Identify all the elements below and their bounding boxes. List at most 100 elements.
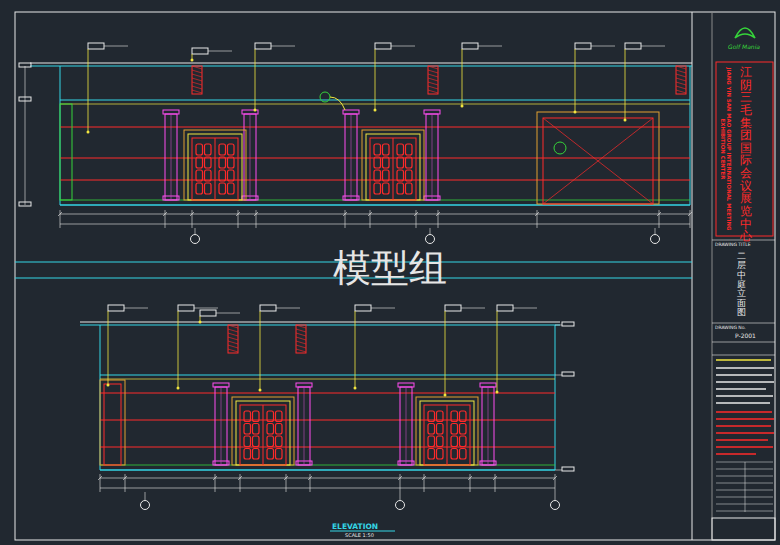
line-work bbox=[256, 210, 257, 228]
field-label: DRAWING TITLE bbox=[715, 243, 750, 248]
door-frame bbox=[232, 397, 294, 465]
line-work bbox=[108, 311, 109, 385]
callout-tag bbox=[192, 48, 208, 54]
line-work bbox=[145, 492, 146, 500]
line-work bbox=[375, 49, 376, 110]
line-work bbox=[690, 210, 691, 228]
line-work bbox=[271, 46, 295, 47]
line-work bbox=[30, 63, 692, 64]
door-panel bbox=[228, 170, 235, 181]
door-panel bbox=[397, 157, 404, 168]
callout-tag bbox=[260, 305, 276, 311]
watermark: 模型组 bbox=[333, 248, 447, 290]
column bbox=[298, 387, 310, 465]
door-panel bbox=[428, 424, 435, 435]
line-work bbox=[712, 342, 775, 343]
line-work bbox=[428, 66, 438, 69]
door-panel bbox=[406, 183, 413, 194]
door-panel bbox=[451, 424, 458, 435]
door-panel bbox=[196, 183, 203, 194]
column bbox=[400, 387, 412, 465]
project-title-en: JIANG YIN SAN MAO GROUP INTERNATIONAL ME… bbox=[719, 62, 731, 236]
line-work bbox=[255, 49, 256, 110]
door-panel bbox=[228, 183, 235, 194]
door-panel bbox=[460, 449, 467, 460]
door-panel bbox=[460, 424, 467, 435]
door-panel bbox=[374, 144, 381, 155]
line-work bbox=[100, 375, 555, 376]
line-work bbox=[80, 322, 560, 323]
logo-mark bbox=[735, 28, 755, 38]
column-capital bbox=[343, 110, 359, 114]
project-title-cn: 江阴三毛集团国际会议展览中心 bbox=[740, 66, 752, 243]
line-work bbox=[712, 355, 775, 356]
line-work bbox=[98, 476, 102, 480]
grid-bubble bbox=[651, 235, 660, 244]
line-work bbox=[284, 476, 288, 480]
line-work bbox=[497, 311, 498, 392]
line-work bbox=[447, 405, 448, 465]
line-work bbox=[125, 474, 126, 492]
line-work bbox=[416, 210, 417, 228]
line-work bbox=[192, 90, 202, 93]
line-work bbox=[192, 86, 202, 89]
line-work bbox=[391, 46, 415, 47]
line-work bbox=[60, 204, 690, 205]
door-panel bbox=[205, 183, 212, 194]
line-work bbox=[428, 74, 438, 77]
line-work bbox=[296, 333, 306, 336]
line-work bbox=[254, 212, 258, 216]
line-work bbox=[343, 212, 347, 216]
door-panel bbox=[228, 157, 235, 168]
wall-panel bbox=[60, 104, 72, 200]
door-frame bbox=[362, 130, 424, 200]
line-work bbox=[659, 210, 660, 228]
door-panel bbox=[397, 183, 404, 194]
line-work bbox=[192, 210, 193, 228]
hatch-block bbox=[296, 325, 306, 353]
line-work bbox=[676, 78, 686, 81]
callout-tag bbox=[445, 305, 461, 311]
line-work bbox=[422, 476, 426, 480]
line-work bbox=[428, 90, 438, 93]
leader-dot bbox=[259, 389, 262, 392]
line-work bbox=[100, 488, 555, 489]
line-work bbox=[513, 308, 537, 309]
line-work bbox=[100, 478, 555, 479]
line-work bbox=[171, 114, 172, 200]
leader-dot bbox=[354, 387, 357, 390]
line-work bbox=[716, 425, 771, 427]
line-work bbox=[553, 476, 557, 480]
door-panel bbox=[374, 170, 381, 181]
line-work bbox=[286, 474, 287, 492]
line-work bbox=[345, 210, 346, 228]
door-panel bbox=[374, 183, 381, 194]
line-work bbox=[100, 474, 101, 492]
line-work bbox=[555, 325, 556, 470]
line-work bbox=[192, 74, 202, 77]
line-work bbox=[228, 329, 238, 332]
door-panel bbox=[276, 449, 283, 460]
door-panel bbox=[244, 411, 251, 422]
line-work bbox=[192, 78, 202, 81]
line-work bbox=[100, 393, 555, 394]
line-work bbox=[676, 74, 686, 77]
line-work bbox=[488, 387, 489, 465]
line-work bbox=[428, 78, 438, 81]
line-work bbox=[398, 476, 402, 480]
column-capital bbox=[163, 110, 179, 114]
line-work bbox=[716, 453, 756, 455]
column bbox=[345, 114, 357, 200]
line-work bbox=[716, 388, 766, 390]
line-work bbox=[208, 51, 232, 52]
line-work bbox=[625, 49, 626, 120]
line-work bbox=[716, 418, 774, 420]
door-panel bbox=[451, 411, 458, 422]
door-frame bbox=[416, 397, 478, 465]
door-panel bbox=[428, 436, 435, 447]
callout-tag bbox=[178, 305, 194, 311]
line-work bbox=[555, 325, 562, 326]
leader-dot bbox=[444, 394, 447, 397]
door-panel bbox=[196, 157, 203, 168]
line-work bbox=[124, 308, 148, 309]
